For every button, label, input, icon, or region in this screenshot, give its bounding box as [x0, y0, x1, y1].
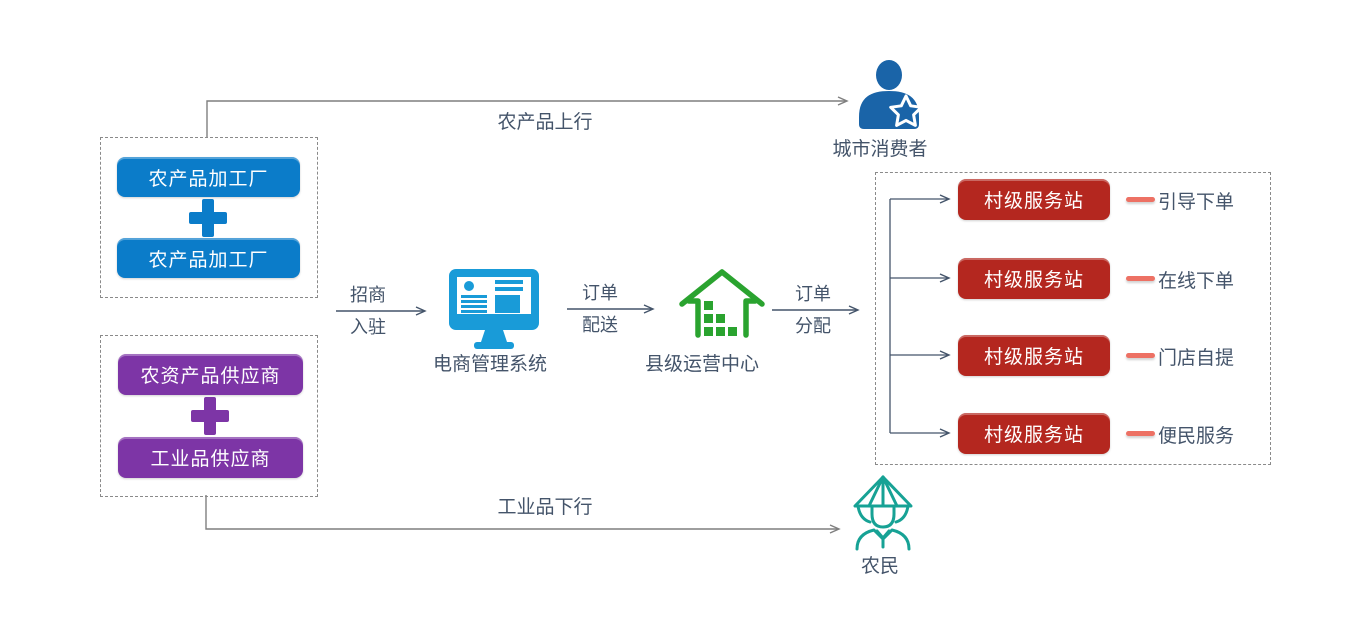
service-dash [1126, 276, 1155, 281]
farmer-icon [850, 474, 916, 557]
node-village-station-1: 村级服务站 [958, 179, 1110, 220]
city-consumer-icon [853, 59, 927, 136]
agri-factories-group [100, 137, 318, 298]
label-order-delivery: 订单 配送 [555, 281, 645, 337]
node-label: 村级服务站 [983, 425, 1084, 446]
label-recruit-line2: 入驻 [350, 317, 386, 337]
monitor-icon [448, 268, 540, 355]
label-farmer: 农民 [860, 556, 899, 577]
node-label: 农资产品供应商 [140, 366, 281, 387]
node-village-station-4: 村级服务站 [958, 413, 1110, 454]
label-county-center: 县级运营中心 [644, 354, 759, 375]
label-recruit: 招商 入驻 [323, 283, 413, 339]
connector-agri-up [206, 96, 849, 137]
label-recruit-line1: 招商 [350, 285, 386, 305]
node-label: 村级服务站 [983, 191, 1084, 212]
label-order-dispatch-line2: 分配 [795, 316, 831, 336]
connector-industrial-down [205, 495, 841, 534]
node-village-station-2: 村级服务站 [958, 258, 1110, 299]
label-service-1: 引导下单 [1158, 192, 1235, 213]
node-label: 农产品加工厂 [148, 249, 269, 271]
node-agri-factory-2: 农产品加工厂 [117, 238, 300, 278]
label-industrial-down-channel: 工业品下行 [497, 497, 593, 518]
plus-icon [189, 199, 227, 237]
node-industrial-supplier: 工业品供应商 [118, 437, 303, 478]
plus-icon [191, 397, 229, 435]
node-label: 村级服务站 [983, 347, 1084, 368]
label-service-4: 便民服务 [1158, 426, 1235, 447]
label-order-delivery-line1: 订单 [582, 283, 618, 303]
service-dash [1126, 431, 1155, 436]
label-service-2: 在线下单 [1158, 271, 1235, 292]
node-label: 工业品供应商 [150, 449, 271, 470]
label-city-consumer: 城市消费者 [832, 139, 928, 160]
node-agri-factory-1: 农产品加工厂 [117, 157, 300, 197]
node-agri-supplier: 农资产品供应商 [118, 354, 303, 395]
village-stations-group [875, 172, 1271, 465]
service-dash [1126, 353, 1155, 358]
node-label: 村级服务站 [983, 270, 1084, 291]
node-label: 农产品加工厂 [148, 168, 269, 190]
label-order-dispatch: 订单 分配 [768, 282, 858, 338]
label-ecommerce-system: 电商管理系统 [432, 354, 547, 375]
label-order-dispatch-line1: 订单 [795, 284, 831, 304]
county-center-house-icon [678, 268, 766, 345]
service-dash [1126, 197, 1155, 202]
label-agri-up-channel: 农产品上行 [497, 112, 593, 133]
node-village-station-3: 村级服务站 [958, 335, 1110, 376]
suppliers-group [100, 335, 318, 497]
label-order-delivery-line2: 配送 [582, 315, 618, 335]
label-service-3: 门店自提 [1158, 348, 1235, 369]
